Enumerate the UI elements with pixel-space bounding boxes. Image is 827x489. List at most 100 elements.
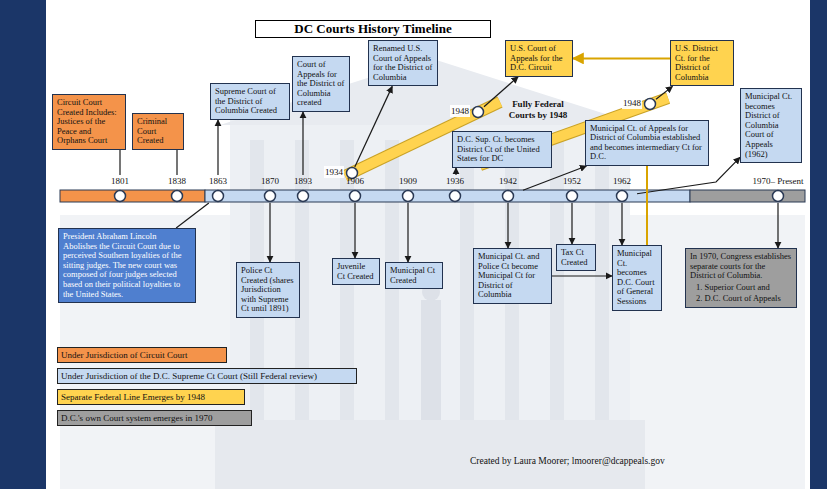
event-text: Municipal Ct. of Appeals for District of…	[590, 124, 704, 162]
event-box: Police Ct Created (shares Jurisdiction w…	[236, 262, 300, 318]
year-label: 1948	[450, 105, 470, 117]
year-marker: 1863	[203, 175, 233, 203]
event-box: Juvenile Ct Created	[332, 258, 380, 285]
year-label: 1893	[288, 175, 318, 187]
year-marker: 1838	[162, 175, 192, 203]
timeline-connector	[573, 57, 670, 59]
event-box: Circuit Court Created Includes: Justices…	[52, 94, 126, 150]
timeline-connector	[777, 203, 778, 248]
event-box: President Abraham Lincoln Abolishes the …	[58, 228, 196, 303]
timeline-connector	[176, 203, 209, 228]
event-box: U.S. Court of Appeals for the D.C. Circu…	[505, 40, 573, 77]
event-box: Municipal Ct. becomes District of Columb…	[740, 88, 802, 163]
year-marker: 1970– Present	[748, 175, 808, 203]
year-label: 1801	[105, 175, 135, 187]
timeline-connector	[217, 120, 218, 175]
event-text: Tax Ct Created	[561, 248, 591, 267]
diagram-title: DC Courts History Timeline	[255, 20, 491, 38]
event-text: Municipal Ct. becomes D.C. Court of Gene…	[617, 249, 657, 307]
event-text: U.S. District Ct. for the District of Co…	[675, 44, 729, 82]
event-box: Court of Appeals for the District of Col…	[292, 56, 350, 112]
timeline-connector	[571, 203, 572, 244]
legend-row: Under Jurisdiction of Circuit Court	[57, 347, 227, 363]
timeline-bar	[205, 190, 690, 202]
legend-text: Separate Federal Line Emerges by 1948	[57, 389, 245, 405]
building-steps	[215, 420, 645, 489]
year-marker: 1942	[493, 175, 523, 203]
band-marker: 1948	[472, 106, 484, 118]
year-marker: 1962	[607, 175, 637, 203]
event-text: Juvenile Ct Created	[337, 262, 375, 281]
timeline-dot	[172, 191, 183, 202]
event-box: Tax Ct Created	[556, 244, 596, 271]
event-text: 1. Superior Court and	[690, 283, 792, 293]
year-marker: 1906	[340, 175, 370, 203]
timeline-connector	[507, 203, 508, 248]
timeline-connector	[354, 203, 355, 258]
year-label: 1906	[340, 175, 370, 187]
timeline-connector	[269, 203, 270, 262]
timeline-connector	[355, 86, 392, 167]
event-text: Municipal Ct Created	[390, 266, 438, 285]
timeline-dot	[473, 107, 484, 118]
year-label: 1838	[162, 175, 192, 187]
marker-shape	[472, 106, 484, 118]
timeline-dot	[617, 191, 628, 202]
timeline-connector	[523, 166, 586, 190]
timeline-dot	[450, 191, 461, 202]
timeline-bar	[60, 190, 205, 202]
legend-text: Under Jurisdiction of the D.C. Supreme C…	[57, 368, 357, 384]
event-text: U.S. Court of Appeals for the D.C. Circu…	[510, 44, 568, 73]
year-marker: 1909	[393, 175, 423, 203]
caption: Created by Laura Moorer; lmoorer@dcappea…	[470, 455, 665, 467]
timeline-dot	[503, 191, 514, 202]
timeline-dot	[115, 191, 126, 202]
timeline-dot	[403, 191, 414, 202]
year-label: 1970– Present	[748, 175, 808, 187]
event-text: Circuit Court Created Includes: Justices…	[57, 98, 121, 146]
timeline-dot	[350, 191, 361, 202]
event-box: Renamed U.S. Court of Appeals for the Di…	[368, 40, 438, 86]
event-text: Municipal Ct. becomes District of Columb…	[745, 92, 797, 159]
year-label: 1934	[324, 166, 344, 178]
year-label: 1948	[622, 97, 642, 109]
legend-text: Under Jurisdiction of Circuit Court	[57, 347, 227, 363]
legend-row: D.C.'s own Court system emerges in 1970	[57, 410, 252, 426]
timeline-bar	[690, 190, 805, 202]
timeline-connector	[646, 166, 648, 245]
timeline-dot	[567, 191, 578, 202]
year-label: 1942	[493, 175, 523, 187]
legend-row: Separate Federal Line Emerges by 1948	[57, 389, 245, 405]
event-box: Municipal Ct. becomes D.C. Court of Gene…	[612, 245, 662, 311]
event-text: Police Ct Created (shares Jurisdiction w…	[241, 266, 295, 314]
year-marker: 1870	[255, 175, 285, 203]
timeline-connector	[656, 86, 672, 99]
marker-shape	[644, 98, 656, 110]
timeline-connector	[119, 150, 120, 175]
year-label: 1952	[557, 175, 587, 187]
timeline-connector	[407, 203, 408, 262]
timeline-dot	[298, 191, 309, 202]
event-text: 2. D.C. Court of Appeals	[690, 294, 792, 304]
year-label: 1936	[440, 175, 470, 187]
year-marker: 1893	[288, 175, 318, 203]
timeline-dot	[265, 191, 276, 202]
panel	[46, 0, 810, 489]
year-marker: 1936	[440, 175, 470, 203]
event-text: In 1970, Congress establishes separate c…	[690, 252, 792, 281]
timeline-connector	[176, 150, 177, 175]
year-label: 1870	[255, 175, 285, 187]
event-text: D.C. Sup. Ct. becomes District Ct of the…	[457, 135, 547, 164]
timeline-connector	[455, 168, 456, 175]
timeline-dot	[645, 99, 656, 110]
event-text: President Abraham Lincoln Abolishes the …	[63, 232, 191, 299]
timeline-dot	[773, 191, 784, 202]
timeline-connector	[552, 275, 612, 276]
statue	[421, 300, 441, 420]
event-box: D.C. Sup. Ct. becomes District Ct of the…	[452, 131, 552, 168]
event-box: U.S. District Ct. for the District of Co…	[670, 40, 734, 86]
legend-row: Under Jurisdiction of the D.C. Supreme C…	[57, 368, 357, 384]
year-marker: 1801	[105, 175, 135, 203]
note-label: Fully Federal Courts by 1948	[503, 99, 573, 121]
event-text: Supreme Court of the District of Columbi…	[215, 87, 285, 116]
